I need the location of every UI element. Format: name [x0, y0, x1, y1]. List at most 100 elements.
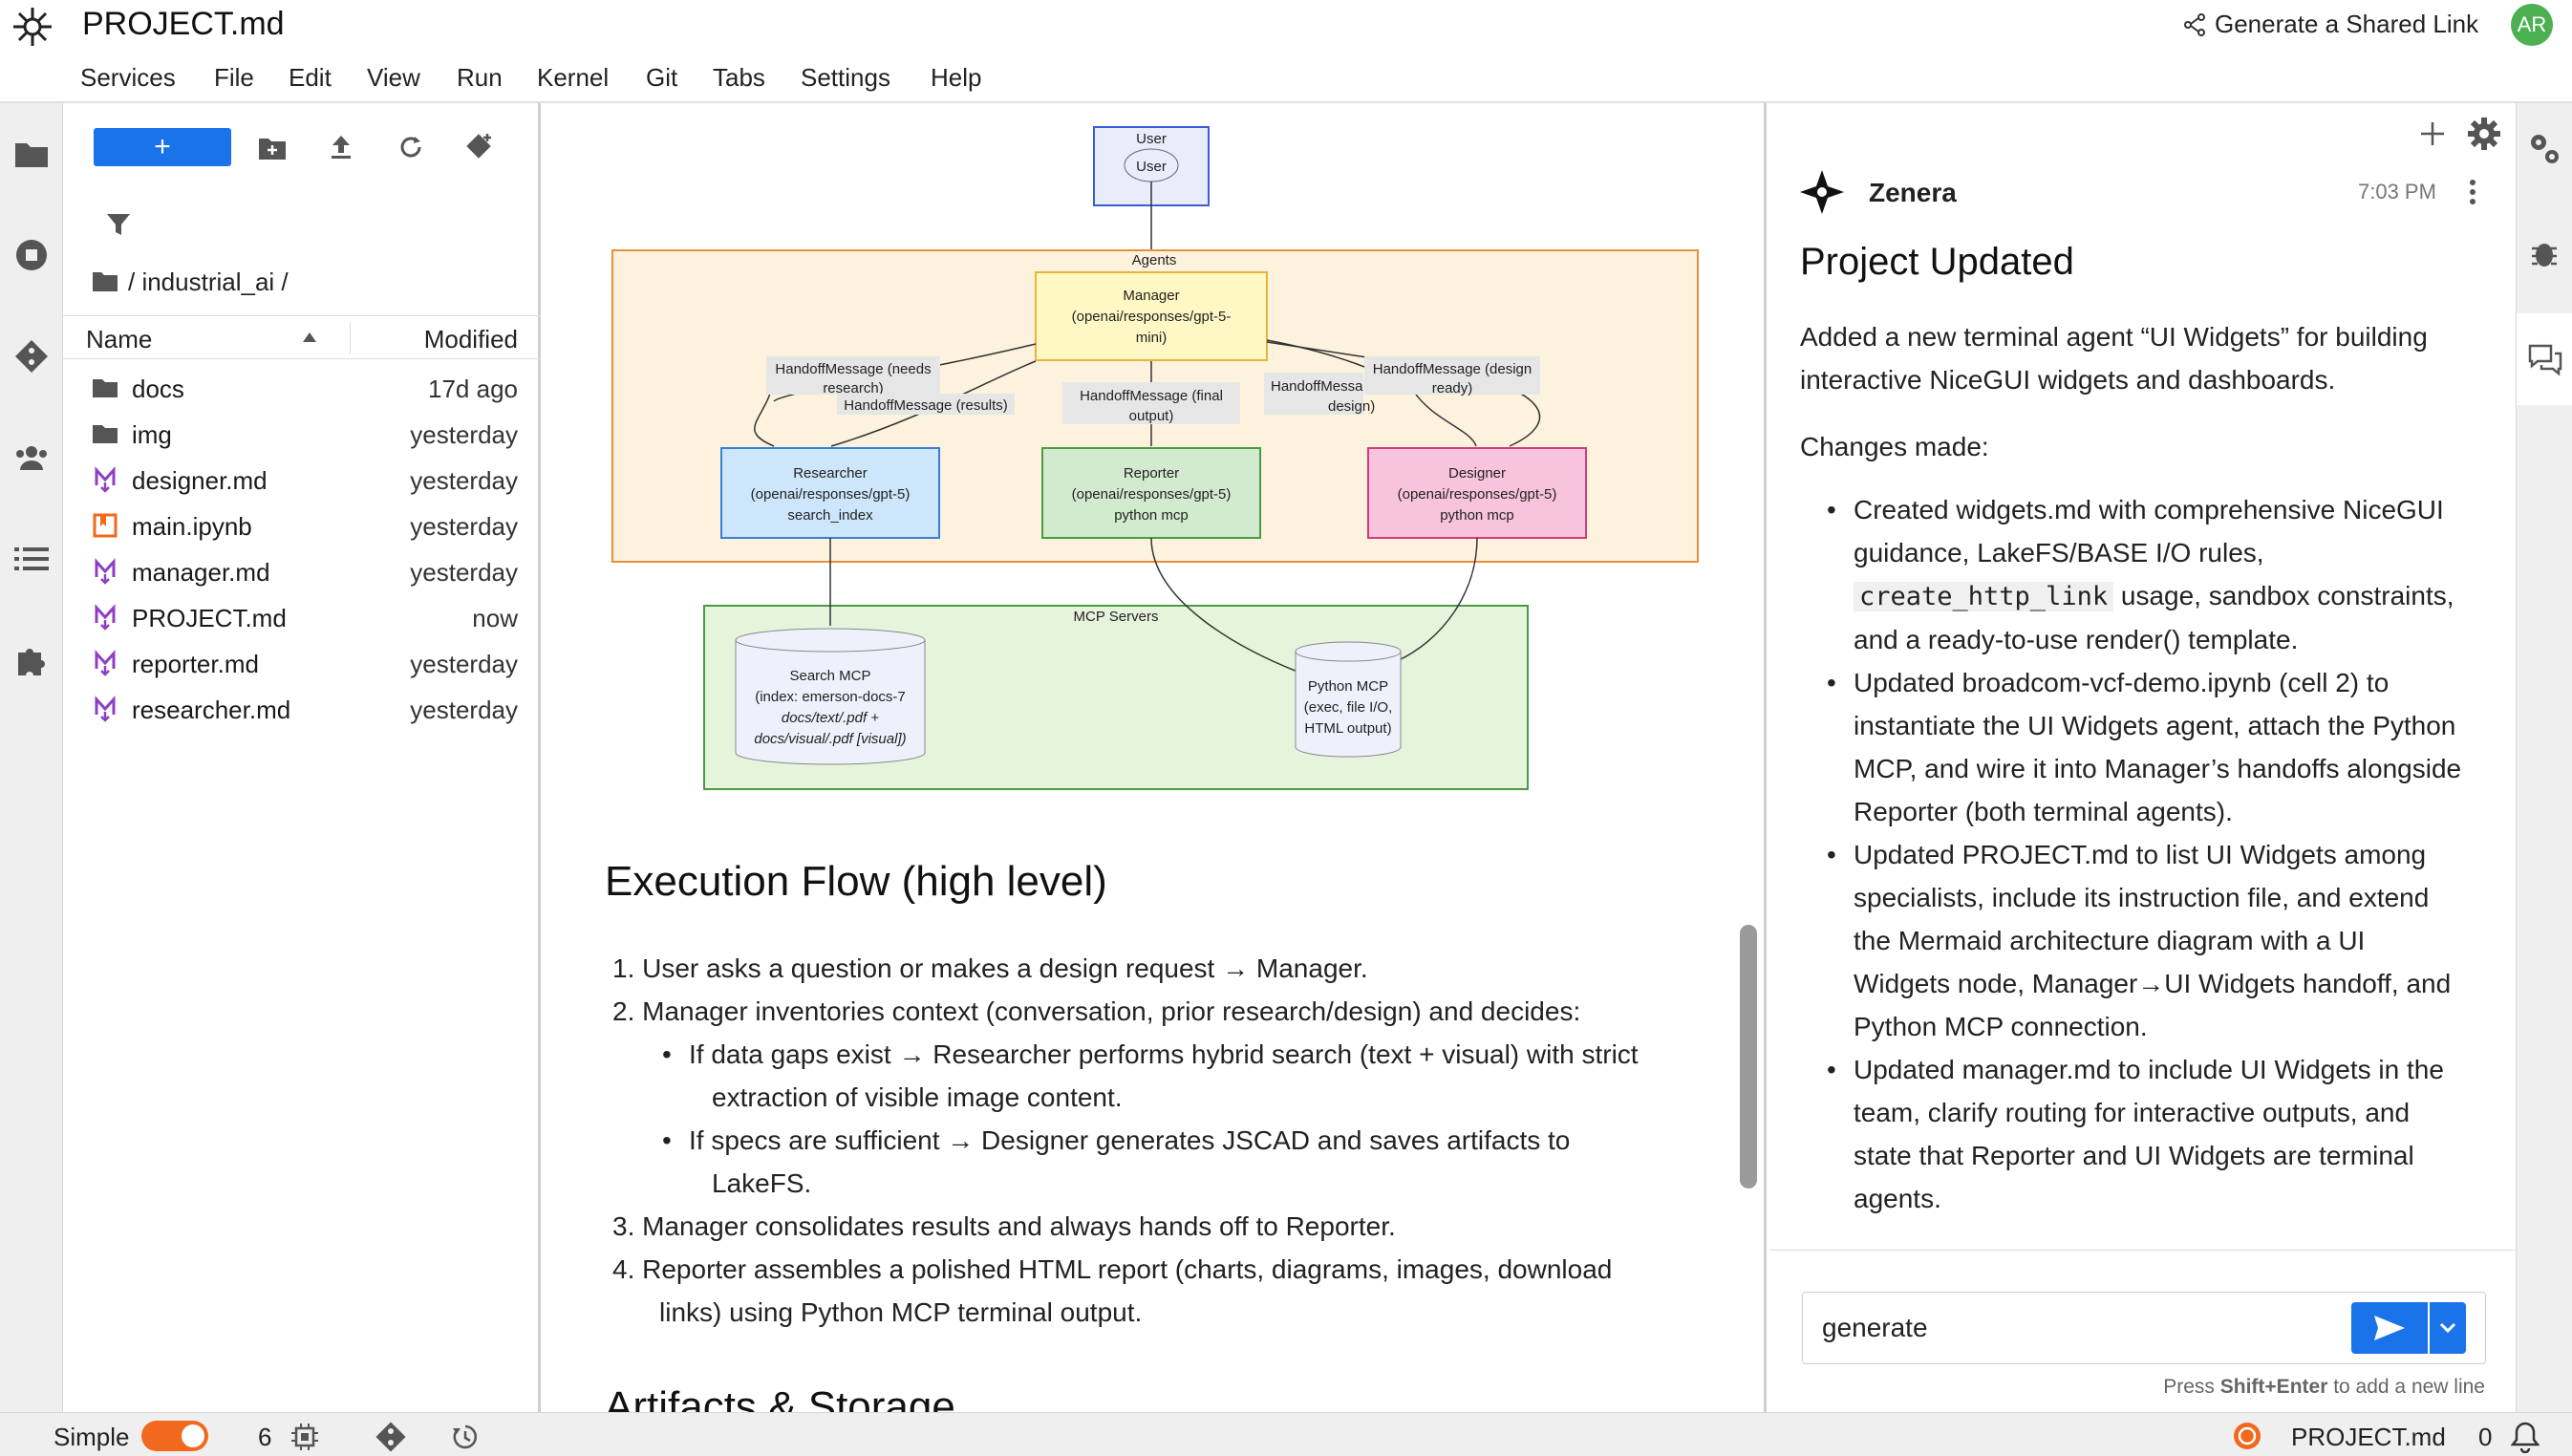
step-4: 4. Reporter assembles a polished HTML re…	[612, 1254, 1613, 1284]
file-modified: 17d ago	[428, 375, 518, 403]
share-link-button[interactable]: Generate a Shared Link	[2182, 10, 2478, 39]
designer-node	[1367, 447, 1587, 539]
file-list-header: Name Modified	[63, 315, 541, 359]
upload-icon[interactable]	[329, 134, 354, 161]
architecture-diagram: User User Agents Manager (openai/respons…	[611, 126, 1699, 790]
chat-input[interactable]	[1822, 1310, 2319, 1346]
svg-text:(openai/responses/gpt-5): (openai/responses/gpt-5)	[1398, 486, 1557, 503]
file-name: researcher.md	[132, 696, 291, 724]
menu-run[interactable]: Run	[457, 63, 503, 92]
menu-settings[interactable]: Settings	[801, 63, 890, 92]
cpu-icon[interactable]	[290, 1423, 319, 1451]
svg-text:Search MCP: Search MCP	[789, 668, 870, 684]
section-heading: Execution Flow (high level)	[605, 858, 1107, 905]
chevron-down-icon	[2439, 1322, 2456, 1334]
simple-mode-toggle[interactable]	[141, 1421, 208, 1451]
zenera-logo-icon	[1800, 170, 1844, 214]
user-avatar[interactable]: AR	[2511, 4, 2553, 46]
change-item-2: • Updated broadcom-vcf-demo.ipynb (cell …	[1827, 668, 2462, 826]
top-bar: PROJECT.md Generate a Shared Link AR	[0, 0, 2572, 54]
substep-1-cont: extraction of visible image content.	[712, 1082, 1123, 1112]
gear-icon[interactable]	[2467, 117, 2501, 151]
agents-label: Agents	[1132, 252, 1177, 268]
file-name: img	[132, 420, 172, 449]
file-name: PROJECT.md	[132, 604, 287, 632]
substep-2: •If specs are sufficient → Designer gene…	[662, 1125, 1571, 1155]
change-item-3: • Updated PROJECT.md to list UI Widgets …	[1827, 840, 2452, 1041]
svg-text:HandoffMessage (results): HandoffMessage (results)	[844, 397, 1007, 414]
property-inspector-icon[interactable]	[2526, 130, 2562, 168]
debugger-icon[interactable]	[2528, 237, 2561, 269]
collaborators-tab[interactable]	[10, 436, 54, 480]
svg-text:HandoffMessage (design: HandoffMessage (design	[1373, 361, 1532, 377]
column-modified[interactable]: Modified	[423, 325, 518, 353]
menu-edit[interactable]: Edit	[289, 63, 332, 92]
users-icon	[16, 446, 47, 470]
menu-view[interactable]: View	[367, 63, 420, 92]
substep-2-cont: LakeFS.	[712, 1168, 812, 1198]
chat-tab[interactable]	[2517, 313, 2572, 405]
column-name[interactable]: Name	[86, 325, 153, 353]
step-3: 3. Manager consolidates results and alwa…	[612, 1211, 1396, 1241]
new-launcher-button[interactable]: +	[94, 128, 231, 166]
add-icon[interactable]	[2419, 120, 2446, 147]
breadcrumb[interactable]: / industrial_ai /	[128, 268, 289, 296]
file-browser-tab[interactable]	[10, 132, 54, 176]
table-of-contents-tab[interactable]	[10, 537, 54, 581]
more-options-icon[interactable]	[2467, 178, 2478, 206]
svg-text:Designer: Designer	[1448, 465, 1506, 482]
sort-ascending-icon[interactable]	[302, 332, 317, 343]
status-file-name: PROJECT.md	[2291, 1423, 2446, 1451]
svg-text:MCP Servers: MCP Servers	[1074, 609, 1159, 625]
new-folder-icon[interactable]	[258, 136, 287, 161]
git-status-icon[interactable]	[375, 1421, 407, 1453]
svg-text:output): output)	[1129, 408, 1174, 424]
send-options-button[interactable]	[2430, 1302, 2466, 1354]
file-modified: yesterday	[410, 420, 518, 449]
manager-node	[1035, 271, 1268, 361]
folder-icon	[93, 379, 118, 397]
file-row[interactable]: img yesterday	[63, 411, 541, 457]
svg-text:HandoffMessage (final: HandoffMessage (final	[1080, 388, 1223, 404]
history-icon[interactable]	[451, 1423, 480, 1451]
bell-icon[interactable]	[2511, 1421, 2540, 1453]
git-clone-icon[interactable]	[464, 132, 495, 162]
agent-name: Zenera	[1869, 178, 1957, 207]
menu-file[interactable]: File	[214, 63, 254, 92]
document-scrollbar[interactable]	[1740, 925, 1757, 1188]
send-button[interactable]	[2351, 1302, 2428, 1354]
refresh-icon[interactable]	[397, 134, 424, 161]
menu-tabs[interactable]: Tabs	[713, 63, 765, 92]
svg-text:Reporter: Reporter	[1124, 465, 1179, 482]
git-tab[interactable]	[10, 334, 54, 378]
menu-services[interactable]: Services	[80, 63, 176, 92]
menu-help[interactable]: Help	[931, 63, 982, 92]
menu-bar: Services File Edit View Run Kernel Git T…	[0, 54, 2572, 103]
breadcrumb-folder-icon[interactable]	[92, 269, 118, 292]
extensions-tab[interactable]	[10, 638, 54, 682]
filter-icon[interactable]	[105, 212, 132, 237]
kernel-status-icon[interactable]	[2232, 1421, 2262, 1451]
running-kernels-tab[interactable]	[10, 233, 54, 277]
menu-git[interactable]: Git	[646, 63, 678, 92]
message-intro: Added a new terminal agent “UI Widgets” …	[1800, 322, 2428, 352]
file-modified: yesterday	[410, 650, 518, 678]
svg-text:HTML output): HTML output)	[1304, 720, 1391, 737]
file-name: designer.md	[132, 466, 268, 495]
simple-mode-label: Simple	[54, 1423, 130, 1451]
svg-text:docs/text/.pdf +: docs/text/.pdf +	[782, 710, 879, 726]
markdown-icon	[95, 466, 116, 493]
user-node-label: User	[1136, 159, 1167, 175]
menu-kernel[interactable]: Kernel	[537, 63, 610, 92]
kernel-count: 6	[258, 1423, 272, 1451]
change-list: • Created widgets.md with comprehensive …	[1827, 488, 2496, 1220]
change-item-4: • Updated manager.md to include UI Widge…	[1827, 1055, 2444, 1213]
stop-circle-icon	[16, 240, 47, 270]
